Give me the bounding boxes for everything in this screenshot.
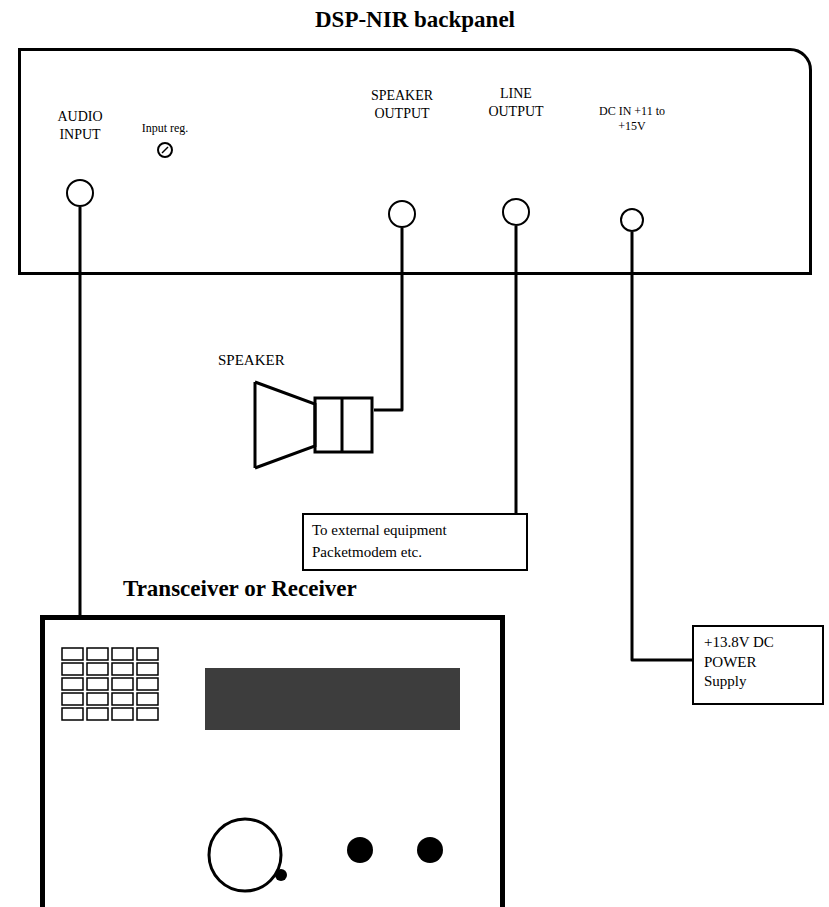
line-output-jack: LINE OUTPUT bbox=[502, 198, 530, 226]
trimmer-label: Input reg. bbox=[142, 121, 189, 136]
speaker-drawing bbox=[255, 382, 372, 468]
jack-label: SPEAKER OUTPUT bbox=[357, 87, 447, 122]
keypad-key bbox=[112, 678, 133, 690]
audio-input-jack: AUDIO INPUT bbox=[66, 179, 94, 207]
tuning-knob bbox=[209, 819, 281, 891]
speaker-symbol-drawing bbox=[250, 380, 374, 470]
input-level-trimmer-drawing bbox=[159, 144, 171, 156]
control-knob bbox=[347, 837, 373, 863]
keypad-key bbox=[112, 648, 133, 660]
keypad-key bbox=[87, 693, 108, 705]
jack-label: AUDIO INPUT bbox=[50, 108, 110, 143]
keypad-key bbox=[137, 648, 158, 660]
jack-label: LINE OUTPUT bbox=[484, 85, 548, 120]
keypad-key bbox=[62, 663, 83, 675]
trimmer-slot bbox=[162, 147, 168, 153]
transceiver-body: Transceiver or Receiver bbox=[40, 615, 505, 907]
power-supply-box: +13.8V DC POWER Supply bbox=[692, 625, 824, 705]
speaker-cone-rim bbox=[254, 382, 257, 468]
speaker-output-jack: SPEAKER OUTPUT bbox=[388, 200, 416, 228]
box-text: +13.8V DC POWER Supply bbox=[704, 633, 788, 692]
display-window bbox=[205, 668, 460, 730]
jack-label: DC IN +11 to +15V bbox=[599, 104, 665, 134]
keypad-key bbox=[87, 708, 108, 720]
keypad-key bbox=[137, 693, 158, 705]
cable bbox=[374, 228, 402, 410]
keypad-key bbox=[87, 663, 108, 675]
dc-input-jack: DC IN +11 to +15V bbox=[620, 208, 644, 232]
input-level-trimmer: Input reg. bbox=[157, 142, 173, 158]
speaker-label: SPEAKER bbox=[218, 352, 285, 369]
transceiver-body-drawing bbox=[45, 620, 500, 907]
external-equipment-box: To external equipment Packetmodem etc. bbox=[302, 513, 528, 571]
keypad bbox=[62, 648, 158, 720]
speaker-cone bbox=[255, 382, 315, 468]
control-knob bbox=[417, 837, 443, 863]
keypad-key bbox=[112, 663, 133, 675]
keypad-key bbox=[62, 678, 83, 690]
keypad-key bbox=[137, 663, 158, 675]
cable bbox=[79, 207, 82, 615]
equipment-title: Transceiver or Receiver bbox=[123, 576, 357, 602]
magnet-divider bbox=[341, 398, 344, 452]
knob-dot bbox=[275, 869, 287, 881]
keypad-key bbox=[87, 648, 108, 660]
keypad-key bbox=[112, 708, 133, 720]
box-text: To external equipment Packetmodem etc. bbox=[312, 520, 518, 564]
keypad-key bbox=[87, 678, 108, 690]
keypad-key bbox=[62, 693, 83, 705]
speaker-magnet bbox=[315, 398, 372, 452]
cable bbox=[515, 226, 518, 513]
backpanel-housing: DSP-NIR backpanelAUDIO INPUTInput reg.SP… bbox=[18, 48, 812, 275]
cable bbox=[632, 232, 692, 660]
panel-title: DSP-NIR backpanel bbox=[21, 7, 809, 33]
speaker-symbol: SPEAKER bbox=[250, 380, 374, 470]
keypad-key bbox=[62, 648, 83, 660]
keypad-key bbox=[112, 693, 133, 705]
keypad-key bbox=[137, 708, 158, 720]
keypad-key bbox=[62, 708, 83, 720]
keypad-key bbox=[137, 678, 158, 690]
